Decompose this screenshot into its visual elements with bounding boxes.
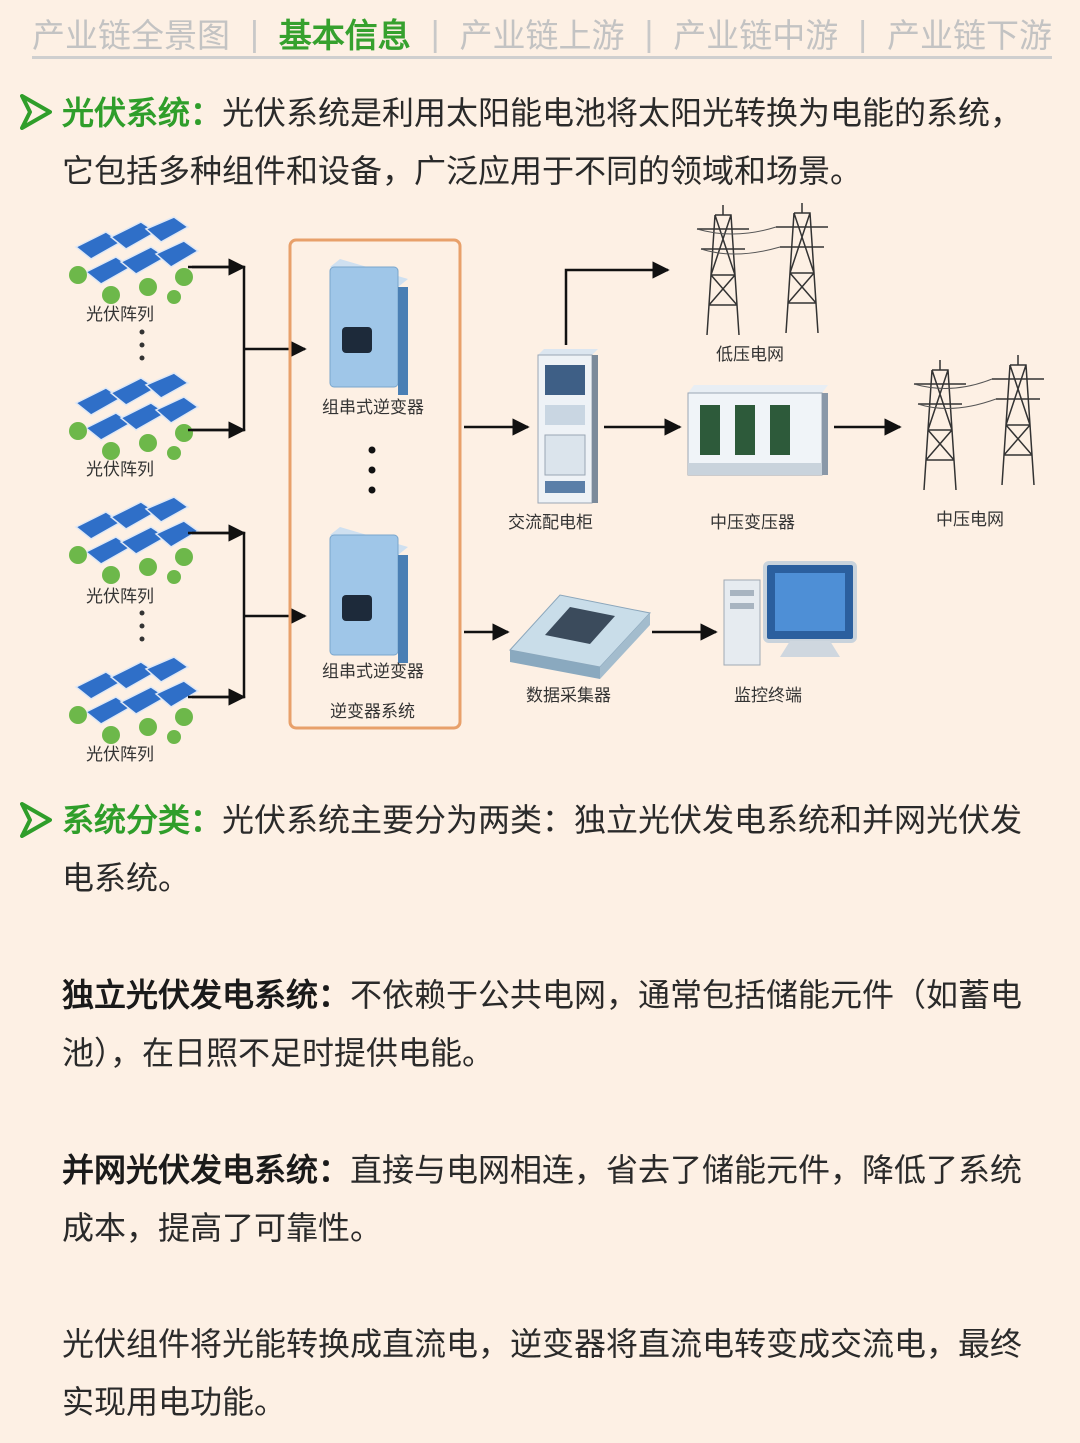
monitor-terminal-icon bbox=[723, 561, 857, 666]
standalone-system-paragraph: 独立光伏发电系统：不依赖于公共电网，通常包括储能元件（如蓄电池），在日照不足时提… bbox=[62, 966, 1052, 1082]
inverter-system-label: 逆变器系统 bbox=[330, 702, 415, 722]
mv-grid-label: 中压电网 bbox=[936, 510, 1004, 530]
chain-nav-tabs: 产业链全景图 | 基本信息 | 产业链上游 | 产业链中游 | 产业链下游 bbox=[32, 8, 1052, 58]
tab-upstream[interactable]: 产业链上游 bbox=[459, 16, 625, 55]
tab-separator: | bbox=[248, 13, 260, 53]
tab-separator: | bbox=[857, 13, 869, 53]
term-standalone: 独立光伏发电系统： bbox=[62, 976, 351, 1014]
section-text: 光伏系统是利用太阳能电池将太阳光转换为电能的系统，它包括多种组件和设备，广泛应用… bbox=[62, 94, 1023, 190]
inverter-label: 组串式逆变器 bbox=[322, 662, 424, 682]
pv-array-label: 光伏阵列 bbox=[86, 745, 154, 765]
monitor-terminal-label: 监控终端 bbox=[734, 686, 802, 706]
mv-transformer-icon bbox=[687, 385, 828, 476]
pv-array-label: 光伏阵列 bbox=[86, 460, 154, 480]
data-collector-icon bbox=[509, 594, 651, 679]
tab-separator: | bbox=[643, 13, 655, 53]
low-voltage-grid-label: 低压电网 bbox=[716, 345, 784, 365]
section-text: 光伏系统主要分为两类：独立光伏发电系统和并网光伏发电系统。 bbox=[62, 801, 1023, 897]
low-voltage-grid-icon bbox=[696, 202, 829, 336]
tab-midstream[interactable]: 产业链中游 bbox=[673, 16, 839, 55]
grid-tied-system-paragraph: 并网光伏发电系统：直接与电网相连，省去了储能元件，降低了系统成本，提高了可靠性。 bbox=[62, 1141, 1052, 1257]
standalone-text: 不依赖于公共电网，通常包括储能元件（如蓄电池），在日照不足时提供电能。 bbox=[62, 976, 1023, 1072]
data-collector-label: 数据采集器 bbox=[526, 686, 611, 706]
mv-transformer-label: 中压变压器 bbox=[710, 513, 795, 533]
section-pv-system: 光伏系统：光伏系统是利用太阳能电池将太阳光转换为电能的系统，它包括多种组件和设备… bbox=[62, 84, 1052, 200]
ac-cabinet-icon bbox=[537, 349, 598, 504]
inverter-label: 组串式逆变器 bbox=[322, 398, 424, 418]
section-classification: 系统分类：光伏系统主要分为两类：独立光伏发电系统和并网光伏发电系统。 bbox=[62, 791, 1052, 907]
pv-system-diagram: 光伏阵列 光伏阵列 光伏阵列 光伏阵列 组串式逆变器 组串式逆变器 逆变器系统 bbox=[68, 202, 1045, 765]
mv-grid-icon bbox=[913, 354, 1045, 491]
term-grid-tied: 并网光伏发电系统： bbox=[62, 1151, 351, 1189]
pv-array-label: 光伏阵列 bbox=[86, 587, 154, 607]
tab-panorama[interactable]: 产业链全景图 bbox=[32, 16, 230, 55]
grid-tied-text: 直接与电网相连，省去了储能元件，降低了系统成本，提高了可靠性。 bbox=[62, 1151, 1023, 1247]
bullet-arrow-icon bbox=[20, 94, 52, 130]
tab-basic-info[interactable]: 基本信息 bbox=[278, 16, 411, 55]
tab-underline bbox=[32, 56, 1052, 59]
ac-cabinet-label: 交流配电柜 bbox=[508, 513, 593, 533]
tab-downstream[interactable]: 产业链下游 bbox=[887, 16, 1052, 55]
section-heading: 系统分类： bbox=[62, 801, 223, 839]
tab-separator: | bbox=[429, 13, 441, 53]
pv-array-label: 光伏阵列 bbox=[86, 305, 154, 325]
inverter-system-box bbox=[288, 238, 462, 730]
section-heading: 光伏系统： bbox=[62, 94, 223, 132]
summary-text: 光伏组件将光能转换成直流电，逆变器将直流电转变成交流电，最终实现用电功能。 bbox=[62, 1325, 1023, 1421]
bullet-arrow-icon bbox=[20, 802, 52, 838]
summary-paragraph: 光伏组件将光能转换成直流电，逆变器将直流电转变成交流电，最终实现用电功能。 bbox=[62, 1315, 1052, 1431]
